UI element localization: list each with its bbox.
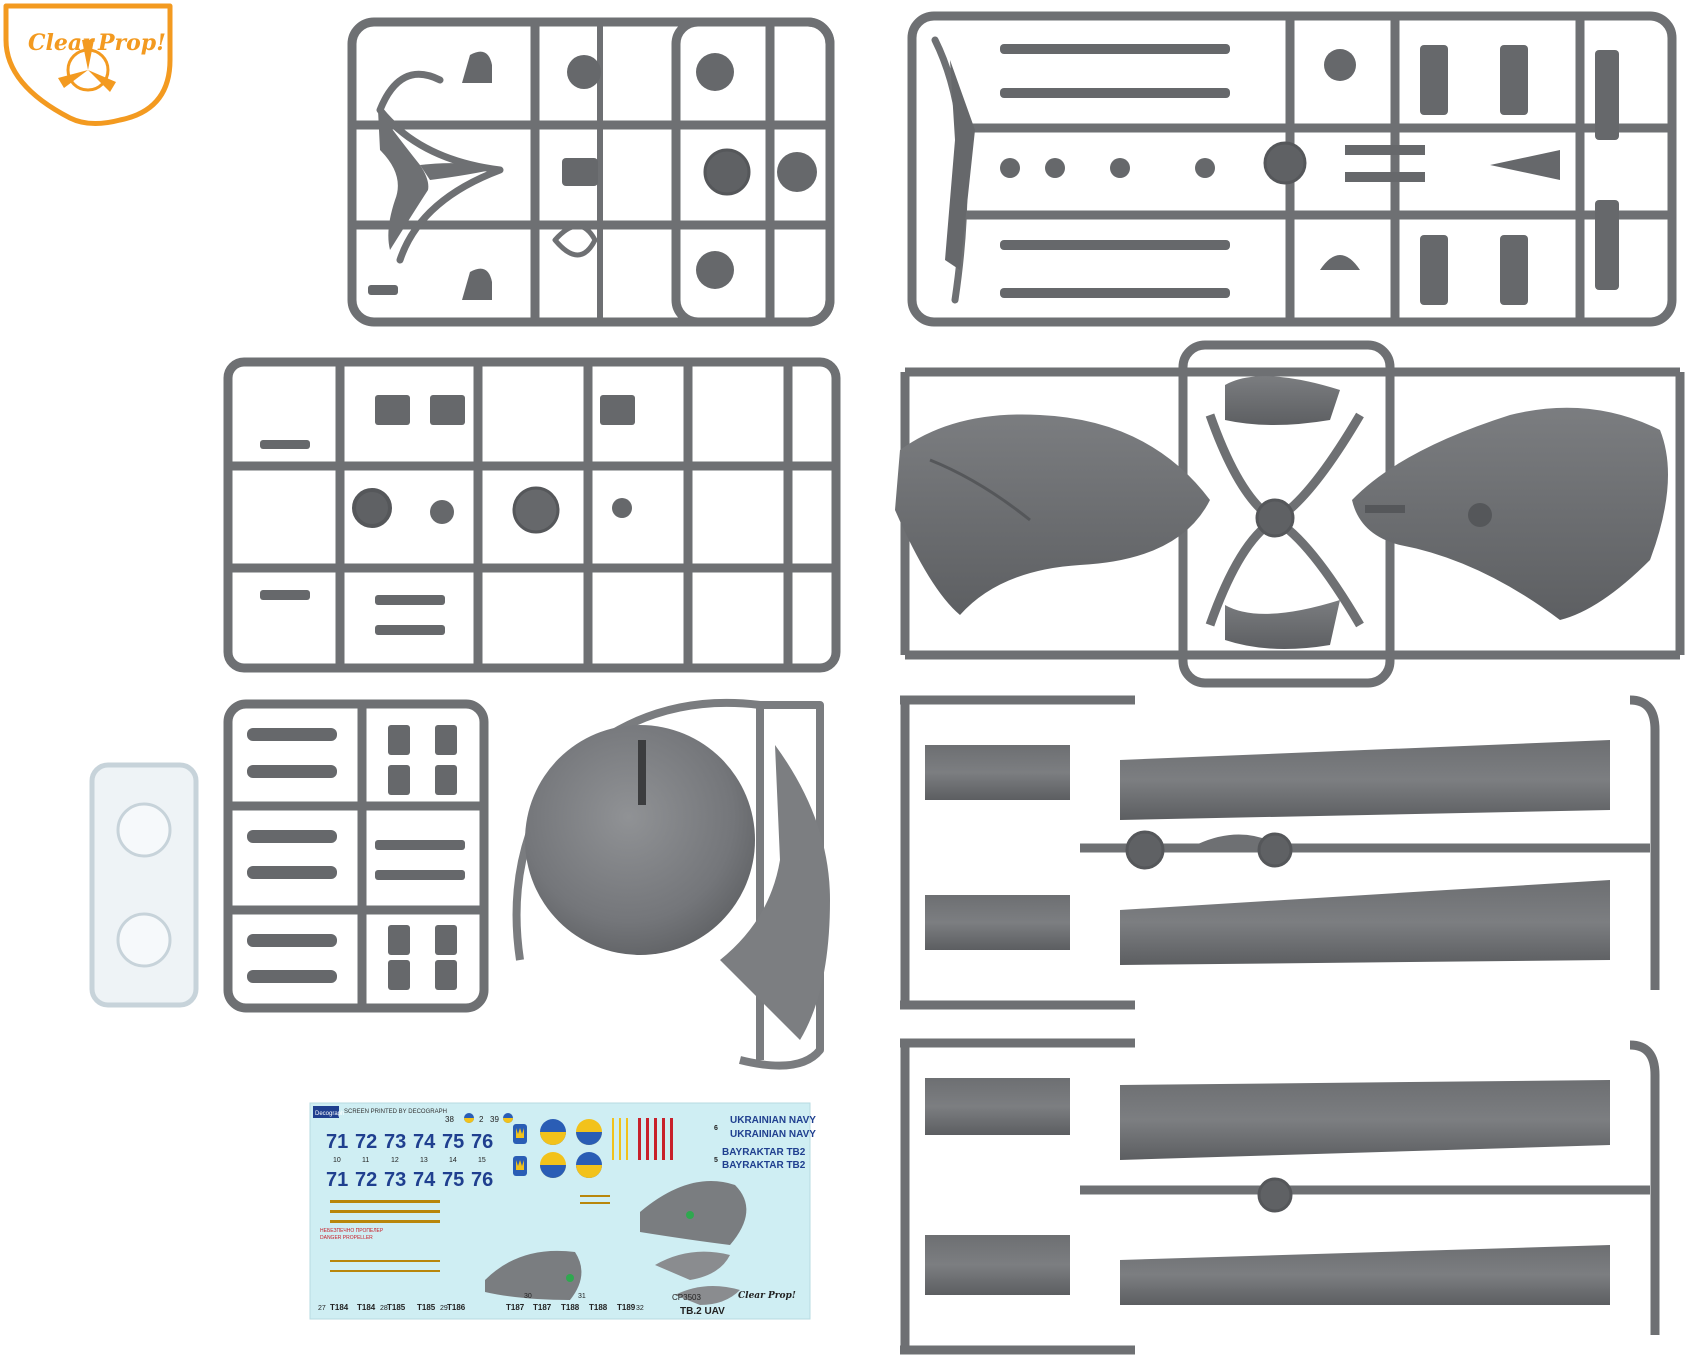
svg-text:28: 28 — [380, 1305, 388, 1312]
sprue-wing-spars — [907, 11, 1677, 327]
svg-text:T185: T185 — [417, 1303, 436, 1312]
logo-text-clear: Clear — [28, 30, 95, 56]
tail-numbers-row-1-index: 10 11 12 13 14 15 — [333, 1157, 486, 1164]
serials-bottom: T187 T187 T188 T188 T189 — [506, 1303, 636, 1312]
svg-text:73: 73 — [384, 1131, 406, 1153]
wing-upper-2 — [1120, 880, 1610, 965]
trident-emblems — [513, 1124, 527, 1176]
decal-sheet: Decograph SCREEN PRINTED BY DECOGRAPH 38… — [309, 1102, 816, 1320]
svg-text:73: 73 — [384, 1169, 406, 1191]
svg-text:32: 32 — [636, 1305, 644, 1312]
svg-text:72: 72 — [355, 1131, 377, 1153]
danger-propeller-labels: НЕБЕЗПЕЧНО ПРОПЕЛЕР DANGER PROPELLER — [320, 1228, 384, 1241]
svg-text:12: 12 — [391, 1157, 399, 1164]
eagle-artwork — [485, 1181, 747, 1305]
fuselage-left-half — [895, 414, 1210, 615]
svg-text:29: 29 — [440, 1305, 448, 1312]
svg-text:27: 27 — [318, 1305, 326, 1312]
svg-text:BAYRAKTAR TB2: BAYRAKTAR TB2 — [722, 1147, 806, 1158]
svg-text:6: 6 — [714, 1125, 718, 1132]
svg-text:72: 72 — [355, 1169, 377, 1191]
svg-text:T187: T187 — [533, 1303, 552, 1312]
propeller-icon — [58, 40, 116, 92]
svg-text:10: 10 — [333, 1157, 341, 1164]
tail-numbers-row-1: 71 72 73 74 75 76 — [326, 1131, 493, 1153]
sprue-wings-upper — [900, 695, 1660, 1010]
svg-text:2: 2 — [479, 1115, 484, 1124]
svg-text:13: 13 — [420, 1157, 428, 1164]
svg-text:76: 76 — [471, 1169, 493, 1191]
svg-text:T187: T187 — [506, 1303, 525, 1312]
wing-lower-2 — [1120, 1245, 1610, 1305]
roundel-row — [464, 1113, 602, 1178]
sprue-propeller — [347, 17, 835, 327]
decal-logo: Clear Prop! — [738, 1291, 796, 1301]
svg-text:T184: T184 — [357, 1303, 376, 1312]
sprue-fuselage — [895, 340, 1685, 688]
logo-text-prop: Prop! — [97, 30, 166, 56]
serials-row-index: 27 28 29 — [318, 1305, 448, 1312]
decograph-brand-box — [313, 1106, 339, 1118]
munitions — [247, 725, 465, 990]
svg-text:НЕБЕЗПЕЧНО ПРОПЕЛЕР: НЕБЕЗПЕЧНО ПРОПЕЛЕР — [320, 1228, 384, 1234]
svg-text:38: 38 — [445, 1115, 454, 1124]
small-index-top: 38 2 39 — [445, 1115, 499, 1124]
wing-upper-1 — [1120, 740, 1610, 820]
svg-text:74: 74 — [413, 1169, 436, 1191]
dome-part — [525, 725, 755, 955]
svg-text:UKRAINIAN NAVY: UKRAINIAN NAVY — [730, 1129, 816, 1140]
propeller-blade — [378, 110, 429, 250]
svg-text:14: 14 — [449, 1157, 457, 1164]
svg-text:DANGER PROPELLER: DANGER PROPELLER — [320, 1235, 373, 1241]
serials-bottom-index: 30 31 32 — [524, 1293, 644, 1312]
tail-numbers-row-2: 71 72 73 74 75 76 — [326, 1169, 493, 1191]
serials-row: T184 T184 T185 T185 T186 — [330, 1303, 466, 1312]
warning-stripes — [612, 1118, 673, 1160]
sprue-small-parts — [223, 357, 841, 673]
clear-parts — [89, 762, 199, 1008]
sprue-wings-lower — [900, 1038, 1660, 1355]
sprue-dome-stand — [512, 698, 830, 1070]
svg-text:15: 15 — [478, 1157, 486, 1164]
small-stencil-dots — [330, 1195, 610, 1272]
svg-text:75: 75 — [442, 1131, 464, 1153]
svg-text:T188: T188 — [589, 1303, 608, 1312]
svg-text:39: 39 — [490, 1115, 499, 1124]
svg-text:31: 31 — [578, 1293, 586, 1300]
svg-text:30: 30 — [524, 1293, 532, 1300]
catalog-number: CP3503 — [672, 1293, 701, 1302]
kit-name: TB.2 UAV — [680, 1306, 725, 1317]
svg-text:T189: T189 — [617, 1303, 636, 1312]
svg-text:75: 75 — [442, 1169, 464, 1191]
svg-text:T186: T186 — [447, 1303, 466, 1312]
nacelle-bottom — [1225, 600, 1340, 649]
svg-text:UKRAINIAN NAVY: UKRAINIAN NAVY — [730, 1115, 816, 1126]
nacelle-top — [1225, 376, 1340, 425]
svg-text:11: 11 — [362, 1157, 369, 1164]
svg-text:71: 71 — [326, 1169, 348, 1191]
svg-text:T188: T188 — [561, 1303, 580, 1312]
printer-credit: SCREEN PRINTED BY DECOGRAPH — [344, 1109, 447, 1115]
svg-text:76: 76 — [471, 1131, 493, 1153]
svg-text:5: 5 — [714, 1157, 718, 1164]
wing-lower-1 — [1120, 1080, 1610, 1160]
stand-fin-part — [720, 745, 830, 1040]
clear-prop-logo: Clear Prop! — [3, 3, 173, 126]
svg-text:T184: T184 — [330, 1303, 349, 1312]
svg-text:74: 74 — [413, 1131, 436, 1153]
fuselage-right-half — [1352, 407, 1668, 620]
sprue-weapons — [223, 699, 489, 1013]
svg-text:BAYRAKTAR TB2: BAYRAKTAR TB2 — [722, 1160, 806, 1171]
navy-text: UKRAINIAN NAVY UKRAINIAN NAVY BAYRAKTAR … — [714, 1115, 816, 1171]
svg-text:T185: T185 — [387, 1303, 406, 1312]
svg-text:71: 71 — [326, 1131, 348, 1153]
decograph-brand: Decograph — [315, 1111, 344, 1117]
